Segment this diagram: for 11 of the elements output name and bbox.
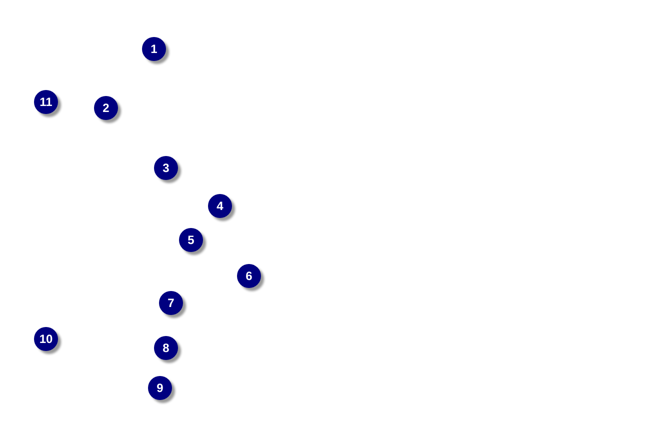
- callout-number: 7: [159, 291, 183, 315]
- callout-number: 11: [34, 90, 58, 114]
- callout-number: 1: [142, 37, 166, 61]
- callout-number: 4: [208, 194, 232, 218]
- callout-number: 9: [148, 376, 172, 400]
- callout-number: 5: [179, 228, 203, 252]
- callout-number: 10: [34, 327, 58, 351]
- callout-number: 2: [94, 96, 118, 120]
- callout-number: 3: [154, 156, 178, 180]
- callout-number: 6: [237, 264, 261, 288]
- callout-number: 8: [154, 336, 178, 360]
